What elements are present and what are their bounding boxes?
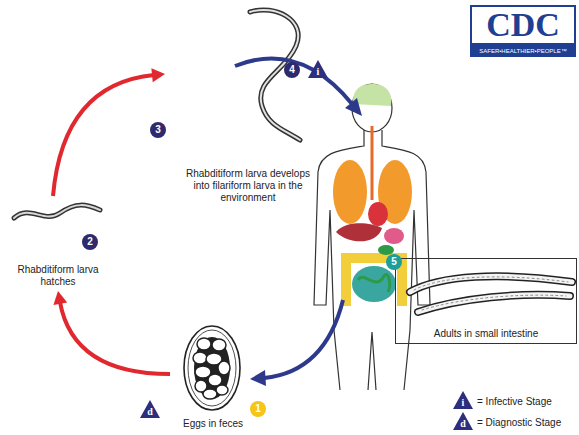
callout-number: 5	[386, 254, 402, 270]
life-stage: Eggs in feces	[172, 318, 254, 430]
legend-marker: i	[453, 391, 473, 409]
stage-caption: Eggs in feces	[183, 418, 243, 430]
arrow-line	[60, 302, 170, 374]
stage-marker: d	[140, 400, 160, 418]
arrow-head	[53, 291, 67, 305]
human-figure	[314, 84, 430, 390]
legend-text: = Diagnostic Stage	[477, 417, 561, 429]
legend-marker: d	[453, 412, 473, 430]
adult-worms-drawing	[410, 276, 572, 312]
arrow-head	[151, 68, 165, 82]
callout-number: 4	[284, 62, 300, 78]
cycle-arrow	[53, 291, 170, 374]
filariform-larva-drawing	[250, 10, 300, 140]
stage-caption: Adults in small intestine	[434, 328, 539, 340]
legend-text: = Infective Stage	[477, 396, 552, 408]
life-stage: Rhabditiform larva develops into filarif…	[168, 4, 328, 204]
callout-number: 2	[82, 234, 98, 250]
callout-number: 3	[150, 122, 166, 138]
logo-tagline: SAFER•HEALTHIER•PEOPLE™	[470, 45, 576, 57]
logo-text: CDC	[470, 5, 576, 45]
arrow-line	[53, 75, 154, 196]
host-arrows	[235, 58, 362, 386]
stage-caption: Rhabditiform larva hatches	[10, 264, 106, 288]
callout-number: 1	[250, 401, 266, 417]
larva-drawing	[14, 205, 100, 218]
stage-marker: i	[308, 60, 328, 78]
cycle-arrow	[53, 68, 165, 196]
stage-box: Adults in small intestine	[395, 258, 577, 344]
stage-caption: Rhabditiform larva develops into filarif…	[179, 168, 317, 204]
egg-drawing	[184, 326, 240, 410]
